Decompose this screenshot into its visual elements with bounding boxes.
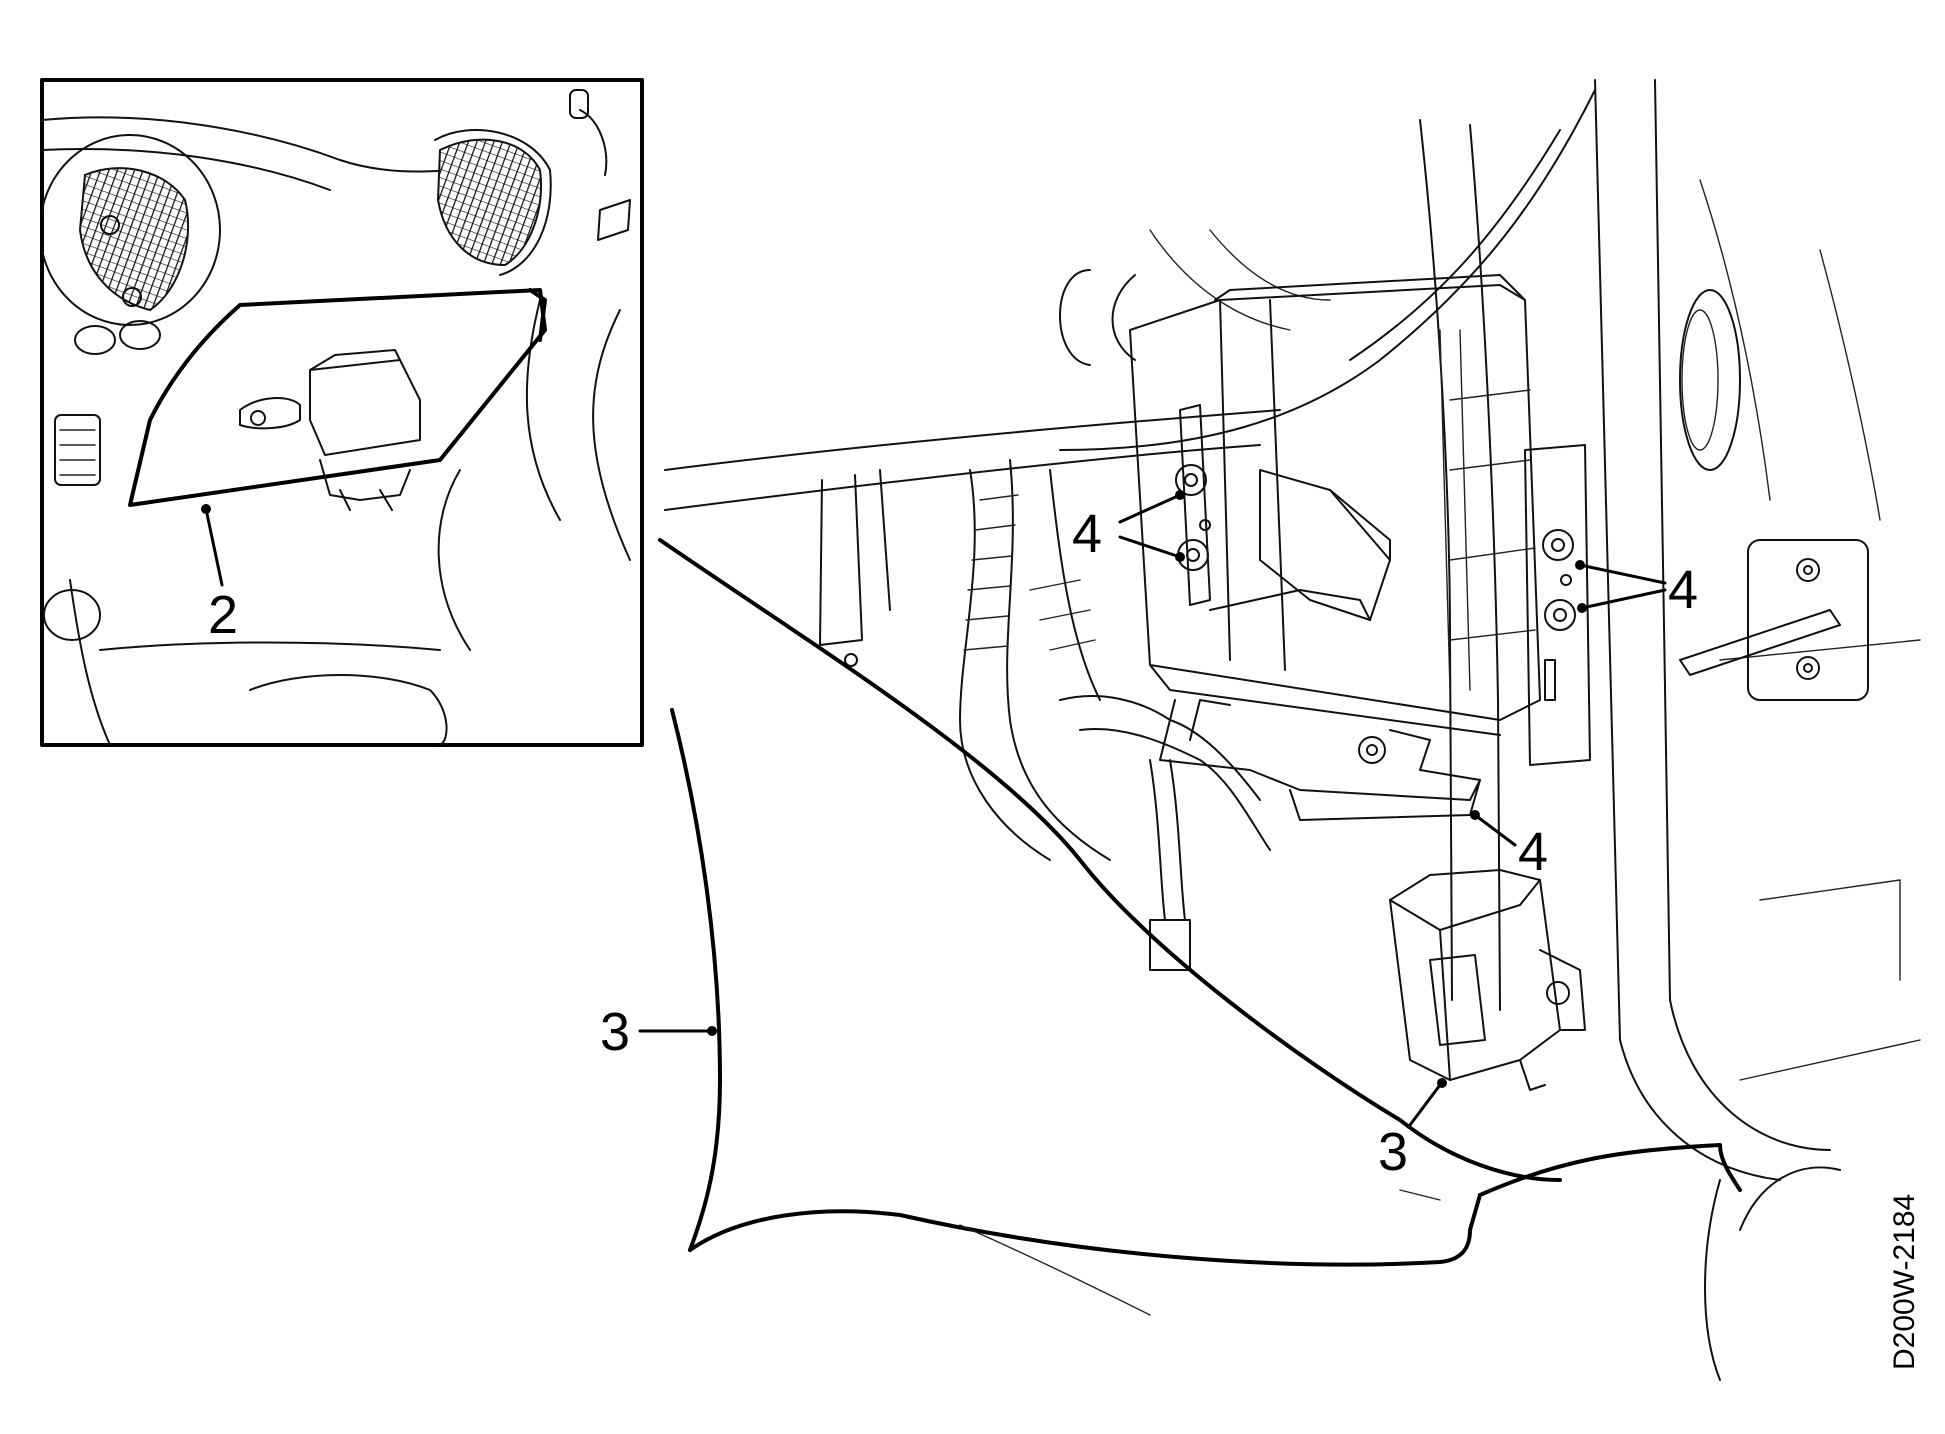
main-view bbox=[658, 79, 1921, 1381]
lower-trim-panel bbox=[658, 538, 1742, 1316]
control-module-large bbox=[1129, 274, 1591, 821]
callout-nut-lower-bracket: 4 bbox=[1518, 822, 1548, 882]
inset-view bbox=[40, 78, 644, 747]
wiring-harness bbox=[959, 459, 1271, 971]
callout-control-module: 3 bbox=[1378, 1122, 1408, 1182]
control-module-small bbox=[1389, 869, 1586, 1091]
callout-leaders bbox=[638, 490, 1667, 1127]
callout-nut-right: 4 bbox=[1668, 560, 1698, 620]
callout-nut-upper-left: 4 bbox=[1072, 504, 1102, 564]
figure-reference: D200W-2184 bbox=[1888, 1194, 1921, 1370]
callout-lower-trim-panel: 3 bbox=[600, 1002, 630, 1062]
callout-glovebox-panel: 2 bbox=[208, 585, 238, 645]
